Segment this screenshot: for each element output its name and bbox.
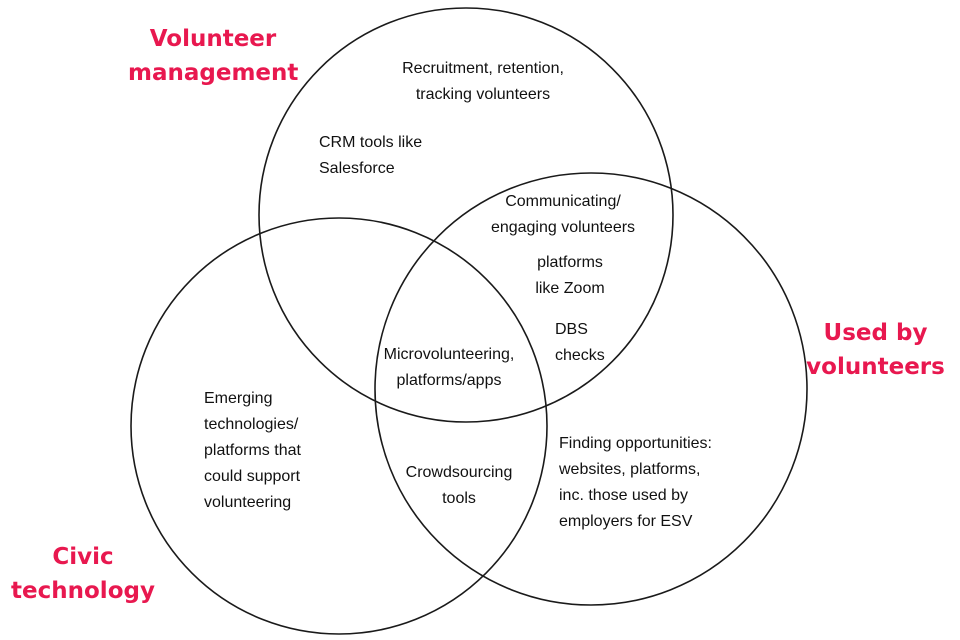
- region-crowdsourcing: Crowdsourcing tools: [389, 460, 529, 512]
- region-recruitment: Recruitment, retention, tracking volunte…: [378, 56, 588, 108]
- region-line: CRM tools like: [319, 134, 423, 151]
- set-label-line: volunteers: [806, 354, 945, 380]
- region-line: tracking volunteers: [415, 86, 551, 103]
- region-line: platforms that: [204, 442, 301, 459]
- region-line: inc. those used by: [559, 487, 688, 504]
- set-label-line: technology: [11, 578, 155, 604]
- region-line: platforms: [537, 254, 603, 271]
- used-by-volunteers-circle: [374, 172, 808, 606]
- region-crm-tools: CRM tools like Salesforce: [319, 130, 469, 182]
- set-label-line: Used by: [823, 320, 928, 346]
- region-line: Emerging: [204, 390, 273, 407]
- region-line: employers for ESV: [559, 513, 693, 530]
- region-line: like Zoom: [535, 280, 605, 297]
- civic-technology-circle: [130, 217, 548, 635]
- region-line: Finding opportunities:: [559, 435, 712, 452]
- region-line: engaging volunteers: [490, 219, 636, 236]
- region-line: platforms/apps: [396, 372, 502, 389]
- region-line: DBS: [555, 321, 588, 338]
- set-label-line: management: [128, 60, 299, 86]
- region-line: Salesforce: [319, 160, 395, 177]
- region-line: websites, platforms,: [559, 461, 701, 478]
- set-label-civic-technology: Civic technology: [8, 540, 158, 608]
- set-label-line: Volunteer: [149, 26, 277, 52]
- region-line: could support: [204, 468, 301, 485]
- volunteer-management-circle: [258, 7, 674, 423]
- region-microvolunteering: Microvolunteering, platforms/apps: [364, 342, 534, 394]
- region-line: Crowdsourcing: [405, 464, 513, 481]
- region-line: volunteering: [204, 494, 292, 511]
- region-line: checks: [555, 347, 605, 364]
- region-zoom-platforms: platforms like Zoom: [520, 250, 620, 302]
- region-line: Communicating/: [505, 193, 621, 210]
- region-finding-opportunities: Finding opportunities: websites, platfor…: [559, 431, 759, 535]
- region-emerging-technologies: Emerging technologies/ platforms that co…: [204, 386, 344, 516]
- region-line: technologies/: [204, 416, 299, 433]
- region-communicating: Communicating/ engaging volunteers: [468, 189, 658, 241]
- region-line: Microvolunteering,: [383, 346, 515, 363]
- set-label-used-by-volunteers: Used by volunteers: [803, 316, 948, 384]
- region-line: Recruitment, retention,: [402, 60, 564, 77]
- region-line: tools: [442, 490, 476, 507]
- set-label-volunteer-management: Volunteer management: [128, 22, 298, 90]
- set-label-line: Civic: [52, 544, 114, 570]
- region-dbs-checks: DBS checks: [555, 317, 635, 369]
